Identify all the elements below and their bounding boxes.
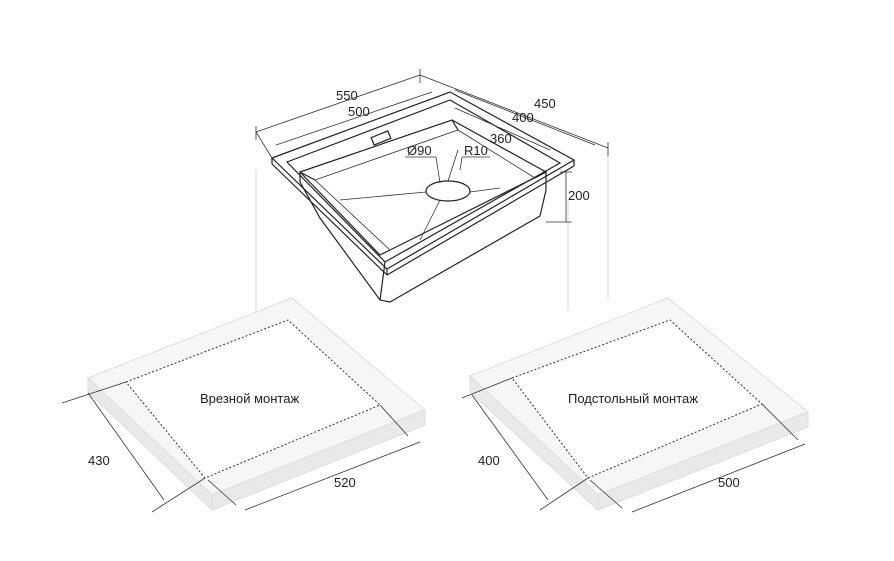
top-mount-width: 520 (334, 475, 356, 490)
dim-inner-width: 500 (348, 104, 370, 119)
dim-drain: Ø90 (407, 143, 432, 158)
under-mount-label: Подстольный монтаж (568, 391, 698, 406)
dim-bowl-width: 360 (490, 131, 512, 146)
dim-radius: R10 (464, 143, 488, 158)
cutout-outline (125, 319, 381, 479)
dim-outer-depth: 450 (534, 96, 556, 111)
sink-bowl-floor (314, 129, 536, 251)
sink-body (299, 172, 547, 303)
slab-under-mount: 400 500 Подстольный монтаж (461, 297, 809, 513)
slab-side-front (211, 409, 426, 511)
undermount-cutout-area (512, 320, 762, 478)
slab-under-side-front (597, 411, 809, 511)
top-mount-depth: 430 (88, 453, 110, 468)
dim-outer-width: 550 (336, 88, 358, 103)
overflow-slot (370, 130, 392, 146)
top-mount-label: Врезной монтаж (200, 391, 299, 406)
sink-drawing: 550 500 450 400 360 200 Ø90 R10 (255, 69, 609, 303)
sink-rim-inner (285, 99, 562, 263)
dim-height: 200 (568, 188, 590, 203)
under-mount-depth: 400 (478, 453, 500, 468)
cutout-area (126, 320, 380, 478)
drain-hole (425, 180, 471, 202)
dim-inner-depth: 400 (512, 110, 534, 125)
under-mount-width: 500 (718, 475, 740, 490)
slab-top-mount: 430 520 Врезной монтаж (61, 297, 426, 513)
